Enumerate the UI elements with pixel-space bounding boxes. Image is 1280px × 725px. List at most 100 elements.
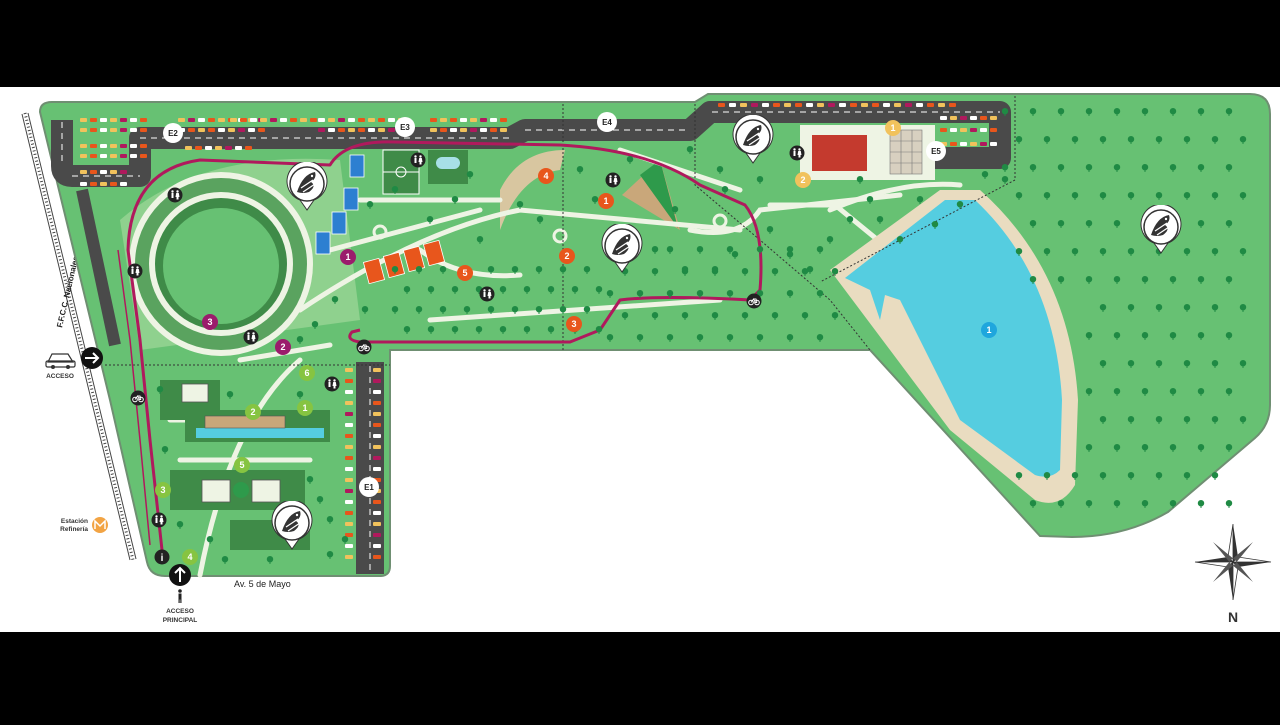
badge-yellow-2[interactable]: 2 <box>795 172 811 188</box>
parked-car <box>950 128 957 132</box>
badge-purple-3[interactable]: 3 <box>202 314 218 330</box>
parked-car <box>490 118 497 122</box>
parked-car <box>368 128 375 132</box>
bike-icon <box>130 390 146 406</box>
parked-car <box>784 103 791 107</box>
parked-car <box>208 118 215 122</box>
parked-car <box>328 118 335 122</box>
parked-car <box>990 142 997 146</box>
badge-green-2[interactable]: 2 <box>245 404 261 420</box>
badge-green-5[interactable]: 5 <box>234 457 250 473</box>
gates: E1 E2 E3 E4 E5 <box>163 112 946 497</box>
parked-car <box>718 103 725 107</box>
parked-car <box>345 478 353 482</box>
gate-e1[interactable]: E1 <box>359 477 379 497</box>
parked-car <box>245 146 252 150</box>
parked-car <box>388 128 395 132</box>
main-access[interactable]: ACCESO PRINCIPAL <box>163 564 198 624</box>
bike-circuit <box>126 140 763 551</box>
badge-green-4[interactable]: 4 <box>182 549 198 565</box>
badge-purple-2[interactable]: 2 <box>275 339 291 355</box>
parked-car <box>130 144 137 148</box>
station[interactable]: Estación Refinería <box>60 517 108 533</box>
info-icon[interactable]: i <box>154 549 170 565</box>
acceso-principal-label-2: PRINCIPAL <box>163 617 198 624</box>
parked-car <box>938 103 945 107</box>
svg-text:2: 2 <box>250 407 255 417</box>
parked-car <box>120 118 127 122</box>
parked-car <box>198 118 205 122</box>
parked-car <box>110 128 117 132</box>
svg-text:E1: E1 <box>364 483 374 492</box>
restroom-icon <box>167 187 183 203</box>
parked-car <box>80 144 87 148</box>
parked-car <box>358 118 365 122</box>
parked-car <box>480 128 487 132</box>
badge-blue-1[interactable]: 1 <box>981 322 997 338</box>
parked-car <box>980 142 987 146</box>
parked-car <box>258 128 265 132</box>
parked-car <box>120 154 127 158</box>
gate-e3[interactable]: E3 <box>395 117 415 137</box>
parked-car <box>960 142 967 146</box>
parked-car <box>500 128 507 132</box>
badge-orange-5[interactable]: 5 <box>457 265 473 281</box>
parked-car <box>290 118 297 122</box>
parked-car <box>345 445 353 449</box>
street-label: Av. 5 de Mayo <box>234 579 291 589</box>
parked-car <box>950 142 957 146</box>
acceso-principal-label: ACCESO <box>166 608 194 615</box>
bike-icon <box>356 339 372 355</box>
parked-car <box>861 103 868 107</box>
gate-e5[interactable]: E5 <box>926 141 946 161</box>
parked-car <box>345 401 353 405</box>
parked-car <box>850 103 857 107</box>
gate-e2[interactable]: E2 <box>163 123 183 143</box>
parked-car <box>839 103 846 107</box>
parked-car <box>90 182 97 186</box>
parked-car <box>373 434 381 438</box>
parked-car <box>328 128 335 132</box>
parked-car <box>100 128 107 132</box>
parked-car <box>440 118 447 122</box>
parked-car <box>751 103 758 107</box>
parked-car <box>373 390 381 394</box>
stadium <box>129 172 313 356</box>
badge-orange-3[interactable]: 3 <box>566 316 582 332</box>
parked-car <box>110 118 117 122</box>
parked-car <box>100 144 107 148</box>
gate-e4[interactable]: E4 <box>597 112 617 132</box>
badge-green-3[interactable]: 3 <box>155 482 171 498</box>
station-label: Estación <box>61 518 88 525</box>
parked-car <box>110 154 117 158</box>
badge-green-1[interactable]: 1 <box>297 400 313 416</box>
parked-car <box>80 154 87 158</box>
restroom-icon <box>151 512 167 528</box>
badge-orange-2[interactable]: 2 <box>559 248 575 264</box>
parked-car <box>345 533 353 537</box>
parked-car <box>130 118 137 122</box>
parked-car <box>80 128 87 132</box>
parked-car <box>430 128 437 132</box>
left-access[interactable]: ACCESO <box>45 347 103 380</box>
sand-triangle <box>622 160 680 230</box>
parked-car <box>230 118 237 122</box>
badge-yellow-1[interactable]: 1 <box>885 120 901 136</box>
badge-orange-1[interactable]: 1 <box>598 193 614 209</box>
parked-car <box>970 116 977 120</box>
parked-car <box>218 128 225 132</box>
badge-purple-1[interactable]: 1 <box>340 249 356 265</box>
svg-text:5: 5 <box>462 268 467 278</box>
svg-text:2: 2 <box>800 175 805 185</box>
parked-car <box>480 118 487 122</box>
compass-rose-icon <box>1194 523 1272 601</box>
badge-orange-4[interactable]: 4 <box>538 168 554 184</box>
parked-car <box>345 500 353 504</box>
parked-car <box>345 379 353 383</box>
badge-green-6[interactable]: 6 <box>299 365 315 381</box>
parked-car <box>100 182 107 186</box>
parked-car <box>828 103 835 107</box>
top-road <box>51 101 1011 187</box>
